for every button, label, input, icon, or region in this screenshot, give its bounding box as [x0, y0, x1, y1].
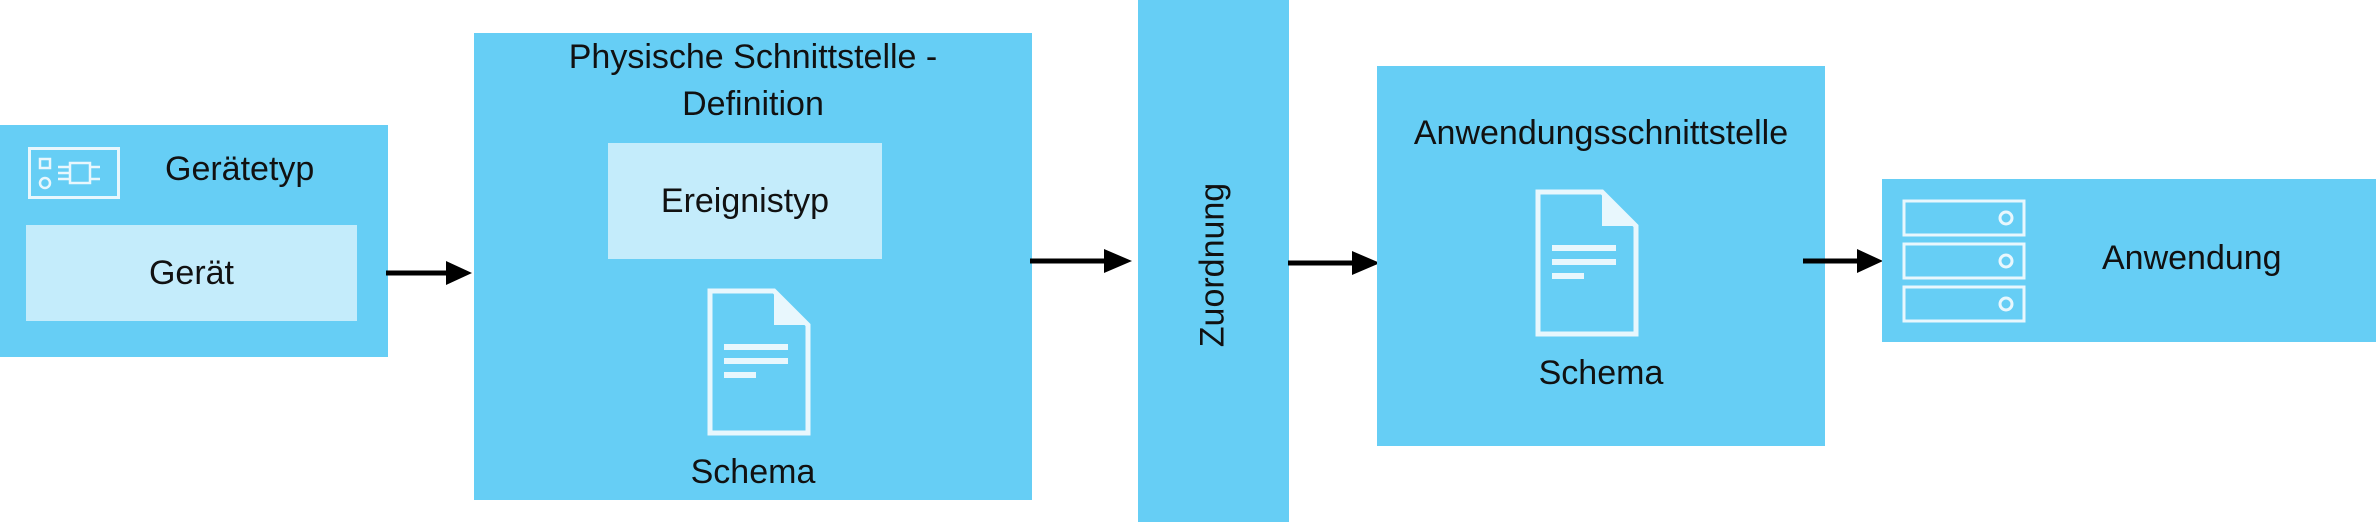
document-icon [1535, 189, 1639, 337]
physical-interface-box: Physische Schnittstelle - Definition Ere… [474, 33, 1032, 500]
event-type-label: Ereignistyp [660, 181, 830, 220]
application-schema-label: Schema [1538, 354, 1664, 392]
arrow-4 [1803, 249, 1883, 273]
device-box: Gerät [26, 225, 357, 321]
application-box: Anwendung [1882, 179, 2376, 342]
event-type-box: Ereignistyp [608, 143, 882, 259]
arrow-3 [1288, 251, 1380, 275]
document-icon [707, 288, 811, 436]
physical-interface-title-line1: Physische Schnittstelle - [568, 38, 938, 76]
device-type-title: Gerätetyp [165, 150, 315, 188]
device-type-box: Gerätetyp Gerät [0, 125, 388, 357]
application-label: Anwendung [2102, 239, 2282, 277]
physical-interface-title-line2: Definition [682, 85, 824, 123]
arrow-2 [1030, 249, 1132, 273]
device-chip-icon [28, 147, 120, 199]
mapping-box: Zuordnung [1138, 0, 1289, 522]
physical-schema-label: Schema [690, 453, 816, 491]
application-interface-title: Anwendungsschnittstelle [1413, 114, 1789, 152]
mapping-label: Zuordnung [1193, 182, 1232, 348]
arrow-1 [386, 261, 472, 285]
device-label: Gerät [148, 253, 235, 292]
application-interface-box: Anwendungsschnittstelle Schema [1377, 66, 1825, 446]
server-stack-icon [1902, 199, 2026, 323]
